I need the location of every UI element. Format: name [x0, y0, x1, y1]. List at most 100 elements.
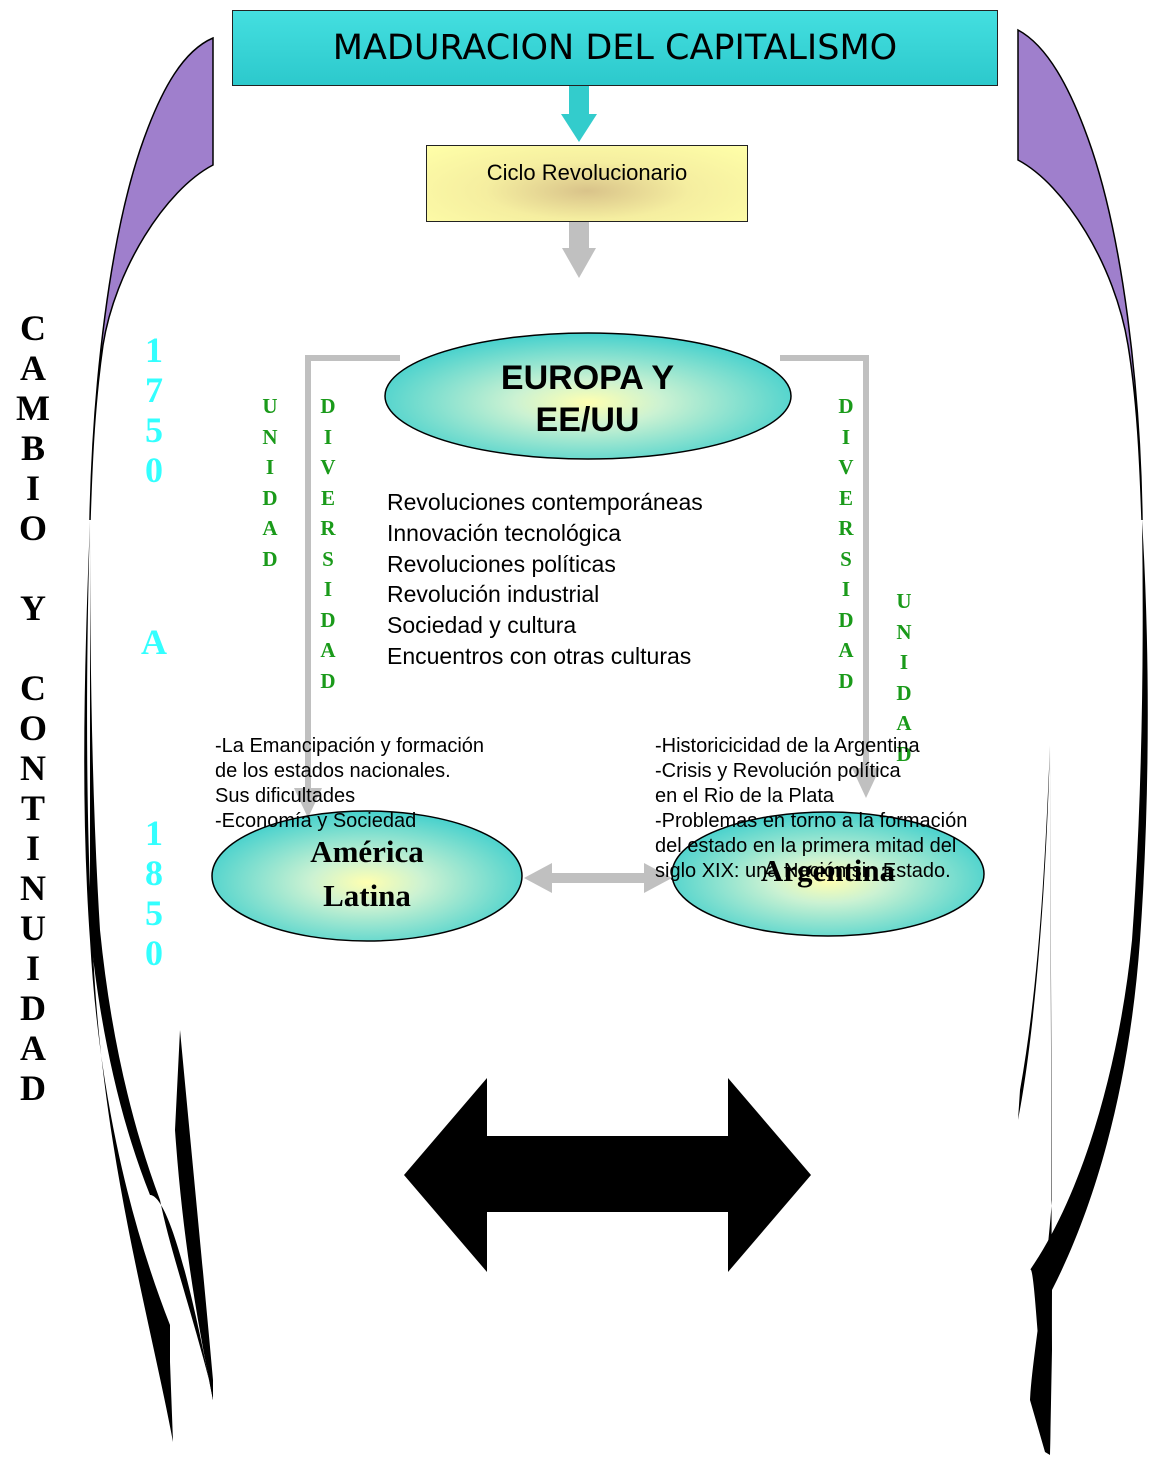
side-letter: Y — [20, 588, 46, 628]
diversidad-letter: V — [838, 455, 854, 479]
diversidad-letter: D — [320, 607, 336, 632]
year-digit: 7 — [145, 370, 163, 410]
right-bracket-lower-wedge — [1018, 745, 1050, 1120]
year-connector-letter: A — [141, 622, 167, 662]
side-letter: I — [25, 828, 40, 868]
diversidad-letter: S — [322, 546, 334, 571]
america-latina-line-2: Latina — [323, 878, 411, 913]
note-line: del estado en la primera mitad del — [655, 835, 957, 857]
connector-right — [780, 355, 869, 770]
unidad-right: U N I D A D — [889, 586, 919, 769]
diversidad-left: D I V E R S I D A D — [313, 391, 343, 696]
note-line: -La Emancipación y formación — [215, 735, 485, 757]
side-letter: D — [20, 988, 46, 1028]
connector-left — [305, 355, 400, 795]
side-letter: N — [20, 748, 46, 788]
unidad-letter: I — [899, 650, 909, 674]
year-connector: A — [136, 622, 172, 662]
topic-item: Sociedad y cultura — [387, 612, 577, 639]
title-arrow-shaft — [569, 86, 589, 116]
unidad-letter: D — [896, 741, 912, 766]
diversidad-letter: I — [841, 577, 851, 601]
side-letter: N — [20, 868, 46, 908]
unidad-letter: D — [896, 680, 912, 705]
argentina-oval — [671, 811, 985, 937]
unidad-letter: A — [262, 516, 278, 540]
note-line: siglo XIX: una Nación sin Estado. — [655, 860, 951, 882]
diversidad-right: D I V E R S I D A D — [831, 391, 861, 696]
diversidad-letter: A — [838, 638, 854, 662]
note-line: de los estados nacionales. — [215, 760, 451, 782]
unidad-letter: I — [265, 455, 275, 479]
diversidad-letter: D — [838, 394, 854, 418]
side-letter: O — [18, 508, 47, 548]
diversidad-letter: E — [838, 485, 853, 510]
side-letter: C — [20, 308, 46, 348]
europa-label: EUROPA Y EE/UU — [385, 340, 790, 458]
diversidad-letter: I — [323, 577, 333, 601]
side-letter: A — [20, 348, 46, 388]
year-digit: 1 — [145, 813, 163, 853]
cycle-box: Ciclo Revolucionario — [426, 145, 748, 222]
unidad-letter: A — [896, 711, 912, 735]
cycle-text: Ciclo Revolucionario — [486, 159, 688, 185]
topic-item: Revoluciones contemporáneas — [387, 489, 703, 515]
note-line: -Historicicidad de la Argentina — [655, 735, 920, 757]
note-line: en el Rio de la Plata — [655, 785, 835, 807]
year-digit: 5 — [145, 893, 163, 933]
unidad-letter: D — [262, 485, 278, 510]
year-digit: 8 — [145, 853, 163, 893]
year-end: 1 8 5 0 — [136, 813, 172, 973]
cycle-arrow-head — [562, 248, 596, 278]
left-bracket-top — [89, 36, 214, 521]
year-digit: 5 — [145, 410, 163, 450]
unidad-letter: U — [896, 589, 912, 613]
diversidad-letter: S — [840, 546, 852, 571]
right-bracket-spike — [1030, 745, 1052, 1455]
side-letter: B — [20, 428, 45, 468]
year-digit: 0 — [145, 450, 163, 490]
year-digit: 0 — [145, 933, 163, 973]
note-line: -Economía y Sociedad — [215, 810, 417, 832]
unidad-letter: D — [262, 546, 278, 571]
argentina-notes: -Historicicidad de la Argentina -Crisis … — [655, 734, 967, 884]
title-text: MADURACION DEL CAPITALISMO — [332, 28, 898, 68]
unidad-letter: N — [896, 619, 912, 644]
note-line: -Crisis y Revolución política — [655, 760, 901, 782]
side-letter: D — [20, 1068, 46, 1108]
side-label-cambio-y-continuidad: C A M B I O Y C O N T I N U I D A D — [15, 308, 51, 1108]
note-line: Sus dificultades — [215, 785, 356, 807]
diversidad-letter: D — [838, 668, 854, 693]
side-letter: O — [18, 708, 47, 748]
cycle-arrow-shaft — [569, 222, 589, 250]
topic-item: Encuentros con otras culturas — [387, 642, 692, 669]
side-letter: I — [25, 468, 40, 508]
diversidad-letter: D — [838, 607, 854, 632]
argentina-text: Argentina — [760, 853, 896, 888]
america-latina-oval — [211, 810, 523, 942]
america-latina-notes: -La Emancipación y formación de los esta… — [215, 734, 484, 834]
diversidad-letter: D — [320, 394, 336, 418]
diversidad-letter: V — [320, 455, 336, 479]
side-letter: M — [16, 388, 50, 428]
topic-item: Innovación tecnológica — [387, 519, 621, 546]
unidad-letter: N — [262, 424, 278, 449]
double-arrow-left-head — [524, 863, 552, 893]
america-latina-line-1: América — [310, 834, 424, 869]
year-digit: 1 — [145, 330, 163, 370]
big-double-arrow — [404, 1078, 811, 1272]
argentina-label: Argentina — [672, 810, 984, 932]
side-letter: I — [25, 948, 40, 988]
title-box: MADURACION DEL CAPITALISMO — [232, 10, 998, 86]
america-latina-label: América Latina — [212, 810, 522, 938]
europa-line-1: EUROPA Y — [500, 359, 675, 397]
europa-line-2: EE/UU — [535, 401, 640, 439]
side-letter: C — [20, 668, 46, 708]
unidad-left: U N I D A D — [255, 391, 285, 574]
topic-item: Revolución industrial — [387, 581, 600, 608]
diversidad-letter: A — [320, 638, 336, 662]
left-bracket-bottom — [84, 520, 173, 1442]
side-letter: T — [20, 788, 45, 828]
topic-item: Revoluciones políticas — [387, 550, 616, 577]
